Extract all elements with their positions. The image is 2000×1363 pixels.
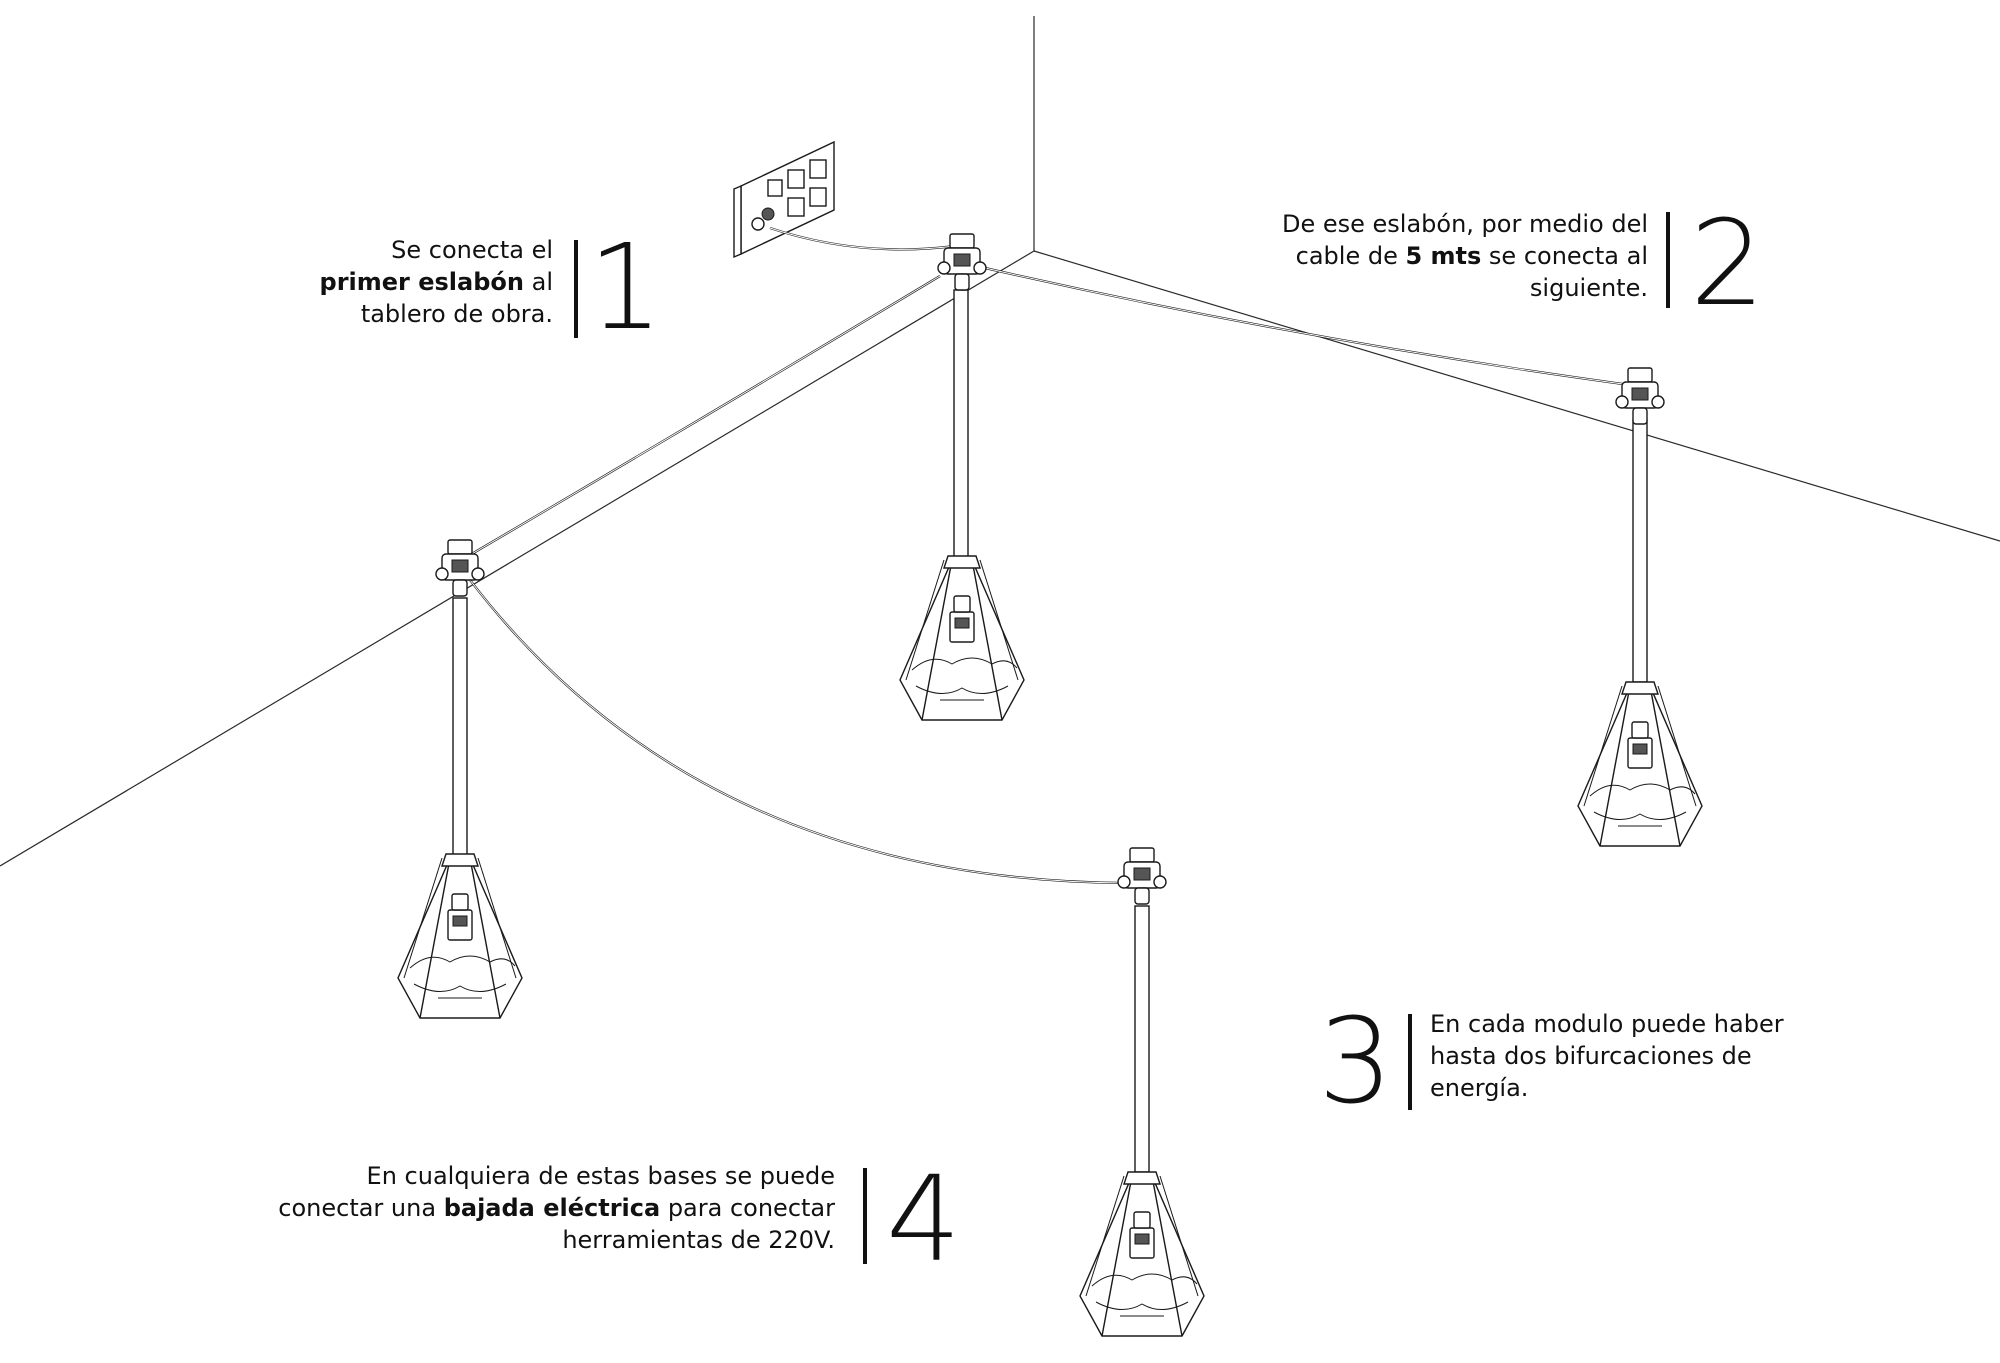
body-text: se conecta al xyxy=(1481,242,1648,270)
module-back-center xyxy=(899,233,1025,721)
step-2-line: siguiente. xyxy=(1160,272,1648,304)
room-walls xyxy=(0,16,2000,867)
step-4-line: En cualquiera de estas bases se puede xyxy=(200,1160,835,1192)
step-2-line: cable de 5 mts se conecta al xyxy=(1160,240,1648,272)
step-4-line: herramientas de 220V. xyxy=(200,1224,835,1256)
step-3-text: En cada modulo puede haber hasta dos bifu… xyxy=(1430,1008,1890,1104)
cables xyxy=(469,226,1631,885)
step-4-line: conectar una bajada eléctrica para conec… xyxy=(200,1192,835,1224)
step-4-number: 4 xyxy=(886,1150,961,1288)
body-text: al xyxy=(523,268,553,296)
step-4-divider xyxy=(863,1168,867,1264)
module-left xyxy=(397,539,523,1019)
step-1-line: Se conecta el xyxy=(240,234,553,266)
step-2-number: 2 xyxy=(1690,194,1765,332)
step-3-line: hasta dos bifurcaciones de xyxy=(1430,1040,1890,1072)
body-text: herramientas de 220V. xyxy=(562,1226,835,1254)
body-text: energía. xyxy=(1430,1074,1529,1102)
step-3-line: energía. xyxy=(1430,1072,1890,1104)
body-text: para conectar xyxy=(660,1194,835,1222)
body-text: conectar una xyxy=(278,1194,444,1222)
body-text: siguiente. xyxy=(1529,274,1648,302)
module-front xyxy=(1079,847,1205,1337)
module-right xyxy=(1577,367,1703,847)
step-1-number: 1 xyxy=(588,218,663,356)
body-text: tablero de obra. xyxy=(360,300,553,328)
emphasis-text: 5 mts xyxy=(1405,242,1482,270)
step-2-line: De ese eslabón, por medio del xyxy=(1160,208,1648,240)
step-3-line: En cada modulo puede haber xyxy=(1430,1008,1890,1040)
power-board xyxy=(733,140,835,259)
body-text: hasta dos bifurcaciones de xyxy=(1430,1042,1752,1070)
body-text: De ese eslabón, por medio del xyxy=(1281,210,1648,238)
body-text: Se conecta el xyxy=(391,236,553,264)
step-1-line: primer eslabón al xyxy=(240,266,553,298)
step-2-divider xyxy=(1666,212,1670,308)
body-text: En cualquiera de estas bases se puede xyxy=(366,1162,835,1190)
step-1-line: tablero de obra. xyxy=(240,298,553,330)
emphasis-text: primer eslabón xyxy=(319,268,524,296)
body-text: En cada modulo puede haber xyxy=(1430,1010,1784,1038)
step-3-number: 3 xyxy=(1318,992,1393,1130)
body-text: cable de xyxy=(1295,242,1406,270)
step-1-divider xyxy=(574,240,578,338)
step-3-divider xyxy=(1408,1014,1412,1110)
emphasis-text: bajada eléctrica xyxy=(443,1194,661,1222)
